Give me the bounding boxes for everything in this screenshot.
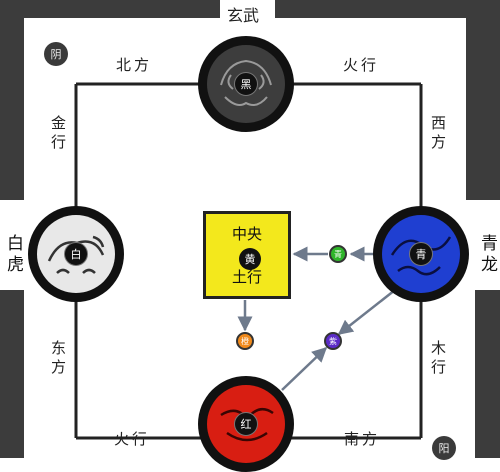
corner-top-right-horizontal xyxy=(275,0,500,18)
yin-badge: 阴 xyxy=(44,42,68,66)
west-label-baihu: 白虎 xyxy=(3,234,23,276)
medal-south-vermilion-bird: 红 xyxy=(198,376,294,472)
edge-label-south-direction: 南方 xyxy=(344,430,381,448)
edge-label-east-direction: 东方 xyxy=(49,340,67,378)
corner-top-left-vertical xyxy=(0,0,24,200)
edge-label-wood-phase: 木行 xyxy=(429,340,447,378)
center-earth-box: 中央 黄 土行 xyxy=(203,211,291,299)
yang-badge: 阳 xyxy=(432,436,456,460)
center-yellow-tag: 黄 xyxy=(239,248,261,270)
north-label-xuanwu: 玄武 xyxy=(227,6,260,25)
purple-dot: 紫 xyxy=(324,332,342,350)
medal-north-black-tortoise: 黑 xyxy=(198,36,294,132)
medal-south-disc: 红 xyxy=(207,385,285,463)
green-dot: 青 xyxy=(329,245,347,263)
medal-east-azure-dragon: 青 xyxy=(373,206,469,302)
medal-north-disc: 黑 xyxy=(207,45,285,123)
arrow-south-to-purple xyxy=(281,346,328,391)
east-label-qinglong: 青龙 xyxy=(477,234,497,276)
corner-top-right-vertical xyxy=(466,0,500,200)
edge-label-fire-phase-top: 火行 xyxy=(343,56,380,74)
tortoise-creature-icon xyxy=(220,59,272,106)
orange-dot: 橙 xyxy=(236,332,254,350)
medal-west-disc: 白 xyxy=(37,215,115,293)
medal-north-tag: 黑 xyxy=(234,72,258,96)
medal-west-white-tiger: 白 xyxy=(28,206,124,302)
corner-top-left-horizontal xyxy=(0,0,220,18)
medal-east-tag: 青 xyxy=(409,242,433,266)
medal-south-tag: 红 xyxy=(234,412,258,436)
medal-east-disc: 青 xyxy=(382,215,460,293)
edge-label-metal-phase: 金行 xyxy=(49,115,67,153)
edge-label-west-direction: 西方 xyxy=(429,115,447,153)
edge-label-fire-phase-bottom: 火行 xyxy=(114,430,151,448)
center-top-label: 中央 xyxy=(231,225,262,243)
corner-bottom-right-vertical xyxy=(475,290,500,458)
medal-west-tag: 白 xyxy=(64,242,88,266)
center-bottom-label: 土行 xyxy=(231,268,262,286)
arrow-east-to-purple xyxy=(337,289,396,335)
edge-label-north-direction: 北方 xyxy=(116,56,153,74)
corner-bottom-left-vertical xyxy=(0,290,24,458)
